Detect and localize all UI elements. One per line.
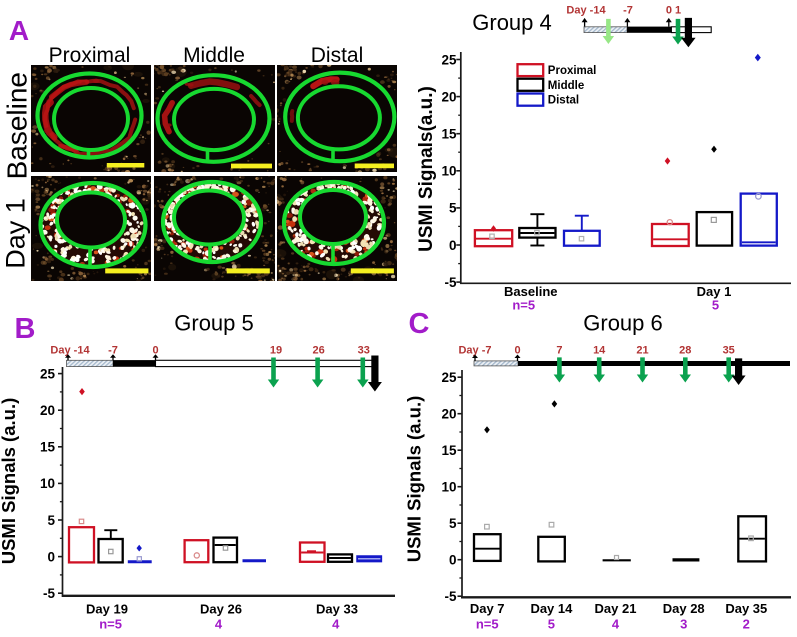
svg-text:33: 33 xyxy=(358,345,370,357)
svg-text:Day 7: Day 7 xyxy=(470,601,505,616)
svg-text:4: 4 xyxy=(215,616,223,631)
svg-text:2: 2 xyxy=(743,616,750,631)
svg-text:-5: -5 xyxy=(444,275,456,290)
svg-text:Day 1: Day 1 xyxy=(1,198,31,269)
svg-text:Proximal: Proximal xyxy=(49,44,131,67)
svg-text:0: 0 xyxy=(514,345,520,357)
svg-text:Group 5: Group 5 xyxy=(174,311,254,336)
svg-text:Distal: Distal xyxy=(311,44,364,67)
svg-text:Middle: Middle xyxy=(548,80,584,92)
svg-text:26: 26 xyxy=(312,345,324,357)
svg-text:0: 0 xyxy=(449,553,457,568)
svg-text:15: 15 xyxy=(40,440,56,455)
svg-text:Middle: Middle xyxy=(183,44,245,67)
svg-text:0 1: 0 1 xyxy=(666,5,681,17)
svg-text:Day -7: Day -7 xyxy=(458,345,491,357)
svg-text:-7: -7 xyxy=(623,5,633,17)
svg-text:Group 6: Group 6 xyxy=(583,311,663,336)
svg-text:10: 10 xyxy=(40,476,55,491)
svg-text:5: 5 xyxy=(449,516,457,531)
svg-text:10: 10 xyxy=(441,480,456,495)
svg-text:5: 5 xyxy=(449,201,457,216)
svg-text:25: 25 xyxy=(40,366,56,381)
svg-text:Day 28: Day 28 xyxy=(663,601,705,616)
svg-text:-5: -5 xyxy=(43,586,55,601)
svg-text:21: 21 xyxy=(636,345,648,357)
svg-text:-7: -7 xyxy=(108,345,118,357)
svg-text:A: A xyxy=(9,15,29,46)
svg-text:Day 14: Day 14 xyxy=(530,601,573,616)
svg-text:25: 25 xyxy=(441,52,457,67)
svg-text:C: C xyxy=(409,308,430,340)
svg-text:14: 14 xyxy=(593,345,606,357)
svg-text:4: 4 xyxy=(612,616,620,631)
svg-text:Day 26: Day 26 xyxy=(200,602,242,617)
svg-text:Day -14: Day -14 xyxy=(50,345,90,357)
svg-text:Baseline: Baseline xyxy=(2,72,33,179)
svg-text:0: 0 xyxy=(47,549,55,564)
svg-text:Day 35: Day 35 xyxy=(725,601,767,616)
svg-text:-5: -5 xyxy=(444,589,456,604)
svg-text:Distal: Distal xyxy=(548,95,579,107)
svg-text:USMI Signals (a.u.): USMI Signals (a.u.) xyxy=(0,398,19,565)
svg-text:7: 7 xyxy=(556,345,562,357)
svg-text:35: 35 xyxy=(723,345,735,357)
svg-text:Baseline: Baseline xyxy=(504,284,557,299)
svg-text:20: 20 xyxy=(441,407,456,422)
svg-text:Proximal: Proximal xyxy=(548,65,597,77)
svg-text:Group 4: Group 4 xyxy=(472,10,552,35)
svg-text:0: 0 xyxy=(449,238,457,253)
svg-text:USMI Signals (a.u.): USMI Signals (a.u.) xyxy=(404,396,425,563)
svg-text:Day 19: Day 19 xyxy=(86,602,128,617)
svg-text:19: 19 xyxy=(270,345,282,357)
svg-text:5: 5 xyxy=(548,616,555,631)
svg-text:10: 10 xyxy=(441,164,456,179)
svg-text:5: 5 xyxy=(712,297,719,312)
svg-text:n=5: n=5 xyxy=(512,297,535,312)
svg-text:5: 5 xyxy=(47,513,55,528)
svg-text:15: 15 xyxy=(441,443,457,458)
svg-text:15: 15 xyxy=(441,127,457,142)
svg-text:28: 28 xyxy=(679,345,691,357)
svg-text:Day -14: Day -14 xyxy=(566,5,606,17)
svg-text:Day 33: Day 33 xyxy=(316,602,358,617)
svg-text:3: 3 xyxy=(680,616,687,631)
svg-text:4: 4 xyxy=(332,616,340,631)
svg-text:20: 20 xyxy=(40,403,55,418)
svg-text:20: 20 xyxy=(441,89,456,104)
svg-text:Day 21: Day 21 xyxy=(595,601,637,616)
svg-text:n=5: n=5 xyxy=(476,616,499,631)
svg-text:Day 1: Day 1 xyxy=(697,284,732,299)
svg-text:n=5: n=5 xyxy=(99,616,122,631)
svg-text:25: 25 xyxy=(441,370,457,385)
svg-text:USMI Signals(a.u.): USMI Signals(a.u.) xyxy=(416,86,437,252)
svg-text:B: B xyxy=(15,313,36,345)
svg-text:0: 0 xyxy=(152,345,158,357)
